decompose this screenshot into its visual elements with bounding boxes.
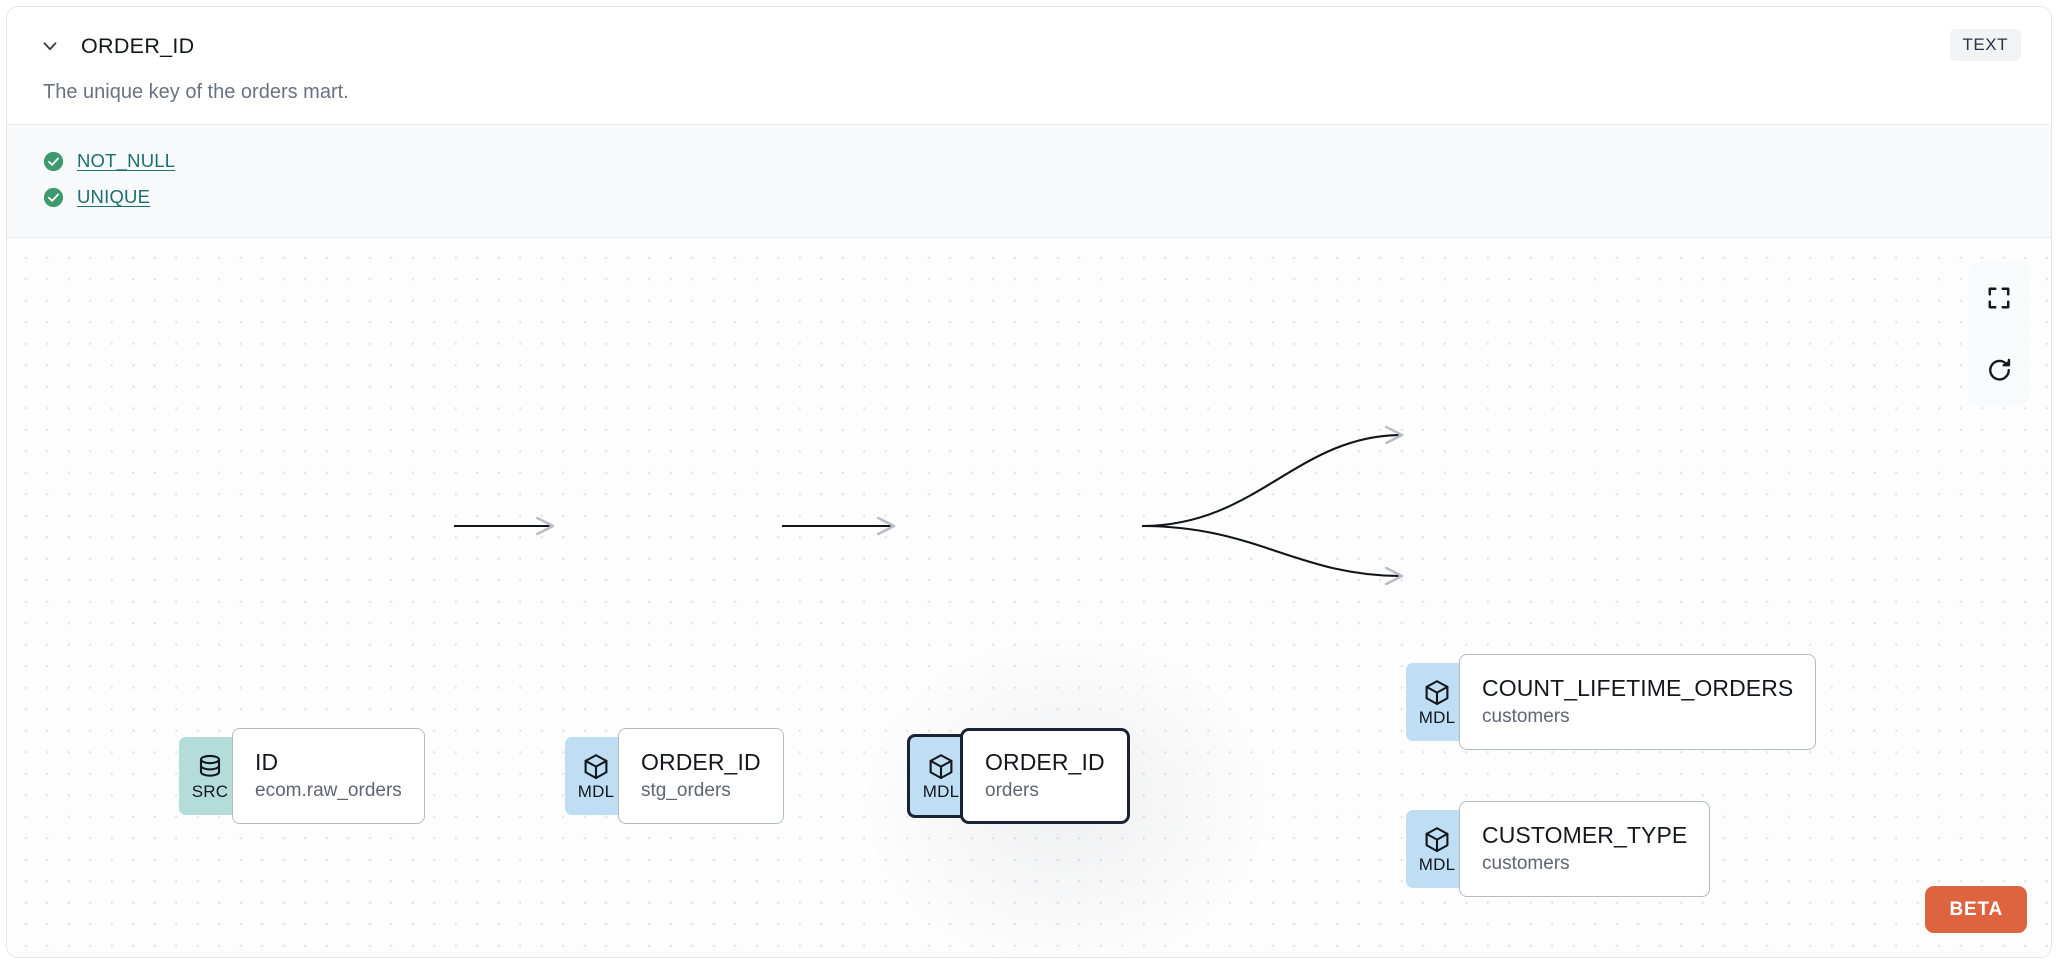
test-link-unique[interactable]: UNIQUE — [77, 186, 151, 207]
reset-layout-button[interactable] — [1969, 334, 2029, 406]
node-badge-label: MDL — [1418, 708, 1456, 727]
node-badge-label: SRC — [191, 782, 229, 801]
tests-section: NOT_NULL UNIQUE — [7, 124, 2051, 238]
database-icon — [199, 754, 221, 777]
lineage-node-stg-order-id[interactable]: MDL ORDER_ID stg_orders — [565, 728, 784, 824]
cube-icon — [1425, 827, 1449, 853]
test-row: UNIQUE — [43, 179, 2021, 215]
node-title: ORDER_ID — [641, 748, 761, 775]
node-card[interactable]: ORDER_ID stg_orders — [618, 728, 784, 824]
column-description: The unique key of the orders mart. — [43, 81, 349, 103]
node-subtitle: orders — [985, 779, 1039, 801]
node-subtitle: customers — [1482, 705, 1570, 727]
fit-view-icon — [1988, 287, 2010, 309]
node-badge-label: MDL — [922, 782, 960, 801]
lineage-node-customer-type[interactable]: MDL CUSTOMER_TYPE customers — [1406, 801, 1711, 897]
beta-badge[interactable]: BETA — [1925, 886, 2027, 933]
lineage-node-src-id[interactable]: SRC ID ecom.raw_orders — [179, 728, 425, 824]
node-badge-label: MDL — [577, 782, 615, 801]
node-card[interactable]: ID ecom.raw_orders — [232, 728, 425, 824]
node-subtitle: stg_orders — [641, 779, 731, 801]
reset-icon — [1988, 358, 2010, 381]
check-circle-icon — [43, 187, 64, 207]
check-circle-icon — [43, 151, 64, 171]
node-title: CUSTOMER_TYPE — [1482, 821, 1688, 848]
node-title: ORDER_ID — [985, 748, 1105, 775]
node-card[interactable]: CUSTOMER_TYPE customers — [1459, 801, 1711, 897]
cube-icon — [929, 754, 953, 780]
node-type-badge-mdl: MDL — [1406, 810, 1468, 888]
node-card[interactable]: ORDER_ID orders — [960, 728, 1130, 824]
edge-orders-to-count — [1141, 435, 1402, 528]
lineage-canvas[interactable]: SRC ID ecom.raw_orders MDL ORDER_ID stg_… — [7, 238, 2051, 957]
test-row: NOT_NULL — [43, 143, 2021, 179]
node-subtitle: customers — [1482, 852, 1570, 874]
node-title: COUNT_LIFETIME_ORDERS — [1482, 674, 1794, 701]
column-header: ORDER_ID TEXT The unique key of the orde… — [7, 7, 2051, 124]
node-badge-label: MDL — [1418, 855, 1456, 874]
lineage-node-count-lifetime-orders[interactable]: MDL COUNT_LIFETIME_ORDERS customers — [1406, 654, 1817, 750]
node-subtitle: ecom.raw_orders — [255, 779, 402, 801]
lineage-node-orders-order-id[interactable]: MDL ORDER_ID orders — [907, 728, 1130, 824]
fit-view-button[interactable] — [1969, 262, 2029, 334]
node-type-badge-mdl: MDL — [565, 737, 627, 815]
node-title: ID — [255, 748, 279, 775]
node-type-badge-src: SRC — [179, 737, 241, 815]
page-title: ORDER_ID — [81, 33, 195, 58]
node-card[interactable]: COUNT_LIFETIME_ORDERS customers — [1459, 654, 1817, 750]
cube-icon — [1425, 680, 1449, 706]
cube-icon — [584, 754, 608, 780]
column-type-badge: TEXT — [1949, 29, 2021, 61]
edge-orders-to-customer-type — [1141, 524, 1402, 576]
test-link-not-null[interactable]: NOT_NULL — [77, 150, 176, 171]
column-detail-panel: ORDER_ID TEXT The unique key of the orde… — [6, 6, 2052, 958]
chevron-down-icon[interactable] — [37, 33, 63, 59]
canvas-controls — [1969, 262, 2029, 406]
lineage-edges — [454, 238, 2051, 930]
node-type-badge-mdl: MDL — [1406, 663, 1468, 741]
